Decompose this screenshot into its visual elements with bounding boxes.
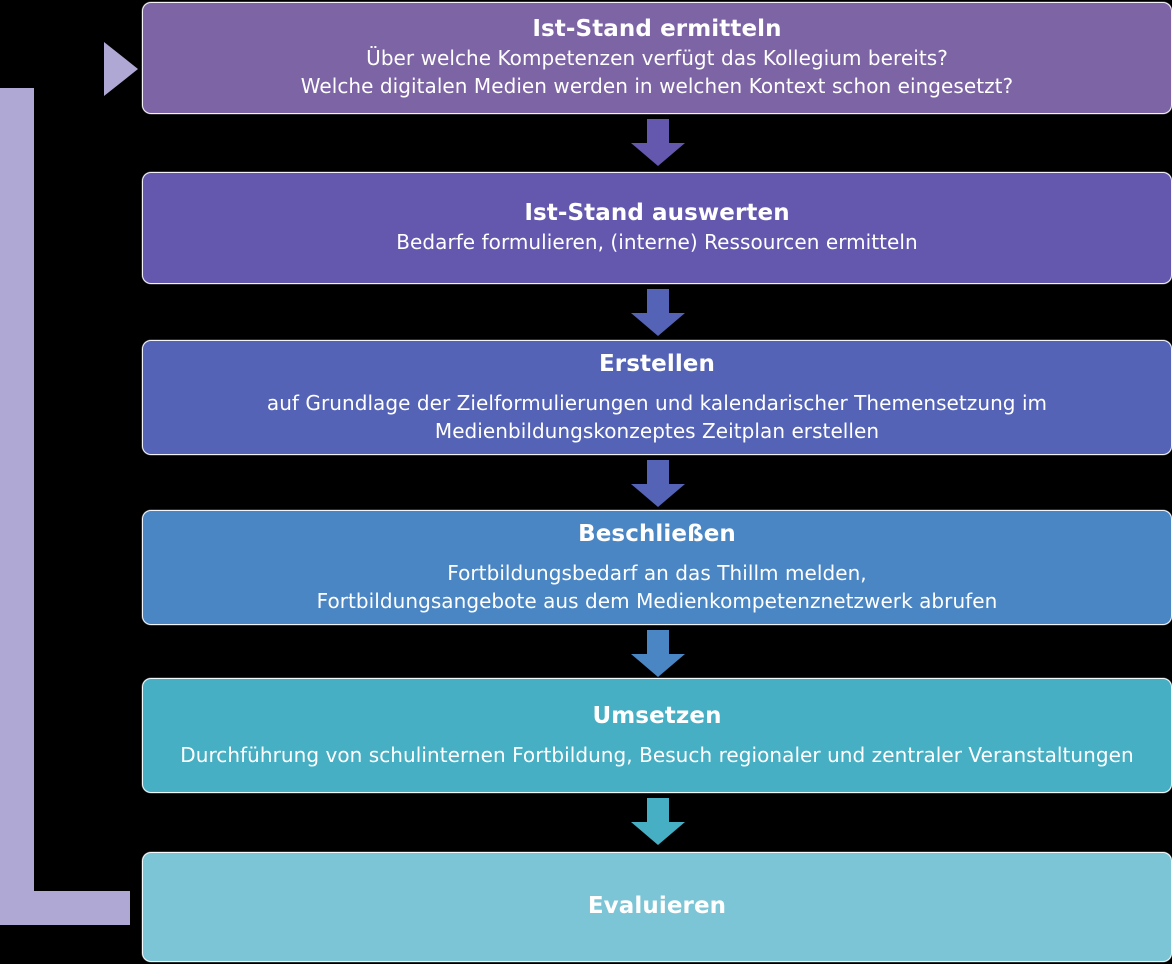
step-box-erstellen[interactable]: Erstellen auf Grundlage der Zielformulie… xyxy=(142,340,1172,455)
arrow-auswerten-to-erstellen xyxy=(631,289,685,336)
step-title: Erstellen xyxy=(599,350,715,377)
step-description-line: Über welche Kompetenzen verfügt das Koll… xyxy=(366,46,948,71)
step-box-ist-stand-ermitteln[interactable]: Ist-Stand ermitteln Über welche Kompeten… xyxy=(142,2,1172,114)
step-description-line: Bedarfe formulieren, (interne) Ressource… xyxy=(396,230,918,255)
step-description-line: Welche digitalen Medien werden in welche… xyxy=(300,74,1014,99)
step-description-line: Durchführung von schulinternen Fortbildu… xyxy=(180,742,1134,767)
arrow-beschliessen-to-umsetzen xyxy=(631,630,685,677)
step-box-ist-stand-auswerten[interactable]: Ist-Stand auswerten Bedarfe formulieren,… xyxy=(142,172,1172,284)
feedback-loop-arrow xyxy=(0,42,138,925)
arrow-umsetzen-to-evaluieren xyxy=(631,798,685,845)
step-box-beschliessen[interactable]: Beschließen Fortbildungsbedarf an das Th… xyxy=(142,510,1172,625)
arrow-erstellen-to-beschliessen xyxy=(631,460,685,507)
step-box-evaluieren[interactable]: Evaluieren xyxy=(142,852,1172,962)
step-title: Ist-Stand ermitteln xyxy=(532,16,782,43)
step-description-line: auf Grundlage der Zielformulierungen und… xyxy=(266,390,1048,415)
step-title: Evaluieren xyxy=(587,892,727,919)
arrow-ermitteln-to-auswerten xyxy=(631,119,685,166)
step-title: Beschließen xyxy=(578,520,736,547)
step-title: Umsetzen xyxy=(592,702,722,729)
step-box-umsetzen[interactable]: Umsetzen Durchführung von schulinternen … xyxy=(142,678,1172,793)
step-title: Ist-Stand auswerten xyxy=(524,200,790,227)
step-description-line: Medienbildungskonzeptes Zeitplan erstell… xyxy=(434,418,880,443)
step-description-line: Fortbildungsangebote aus dem Medienkompe… xyxy=(316,588,998,613)
step-description-line: Fortbildungsbedarf an das Thillm melden, xyxy=(447,560,867,585)
